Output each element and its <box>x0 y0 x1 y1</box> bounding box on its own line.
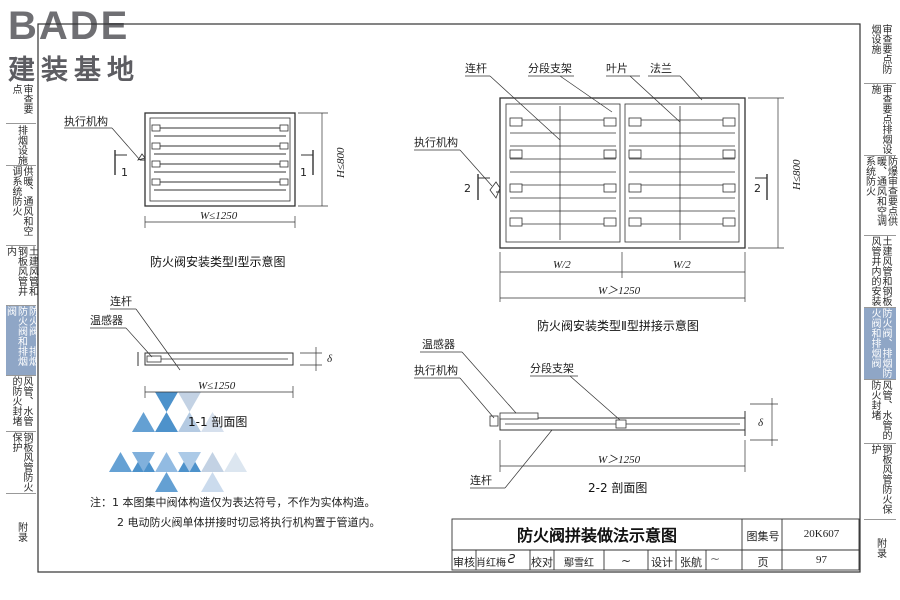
watermark-logo <box>109 392 247 492</box>
designer-signature: ~ <box>710 552 721 566</box>
section-2-2-drawing <box>414 351 778 489</box>
note-2: 2 电动防火阀单体拼接时切忌将执行机构置于管道内。 <box>117 516 381 529</box>
type1-height-dim: H≤800 <box>335 147 347 179</box>
right-tab-firestop[interactable]: 风管、水管的防火封堵 <box>864 380 896 444</box>
checker-signature: ~ <box>620 554 632 568</box>
type2-half-width-left: W/2 <box>553 259 571 271</box>
type2-width-dim: W＞1250 <box>598 285 641 297</box>
logo-subtitle: 建装基地 <box>8 55 140 86</box>
section11-thickness-dim: δ <box>327 353 333 365</box>
checker-name: 鄢雪红 <box>564 558 594 569</box>
left-tab-fire-dampers[interactable]: 防火阀、排烟防火阀和排烟阀 <box>5 306 38 376</box>
type2-flange-label: 法兰 <box>650 61 672 75</box>
type1-section-mark-left: 1 <box>121 166 128 179</box>
note-1: 注：1 本图集中阀体构造仅为表达符号，不作为实体构造。 <box>90 496 376 509</box>
drawing-title: 防火阀拼装做法示意图 <box>516 526 677 545</box>
section11-sensor-label: 温感器 <box>90 314 123 327</box>
title-block-grid <box>451 518 860 571</box>
left-tab-review[interactable]: 审查要点 <box>6 84 36 124</box>
section11-width-dim: W≤1250 <box>198 380 236 392</box>
designer-name: 张航 <box>680 556 702 569</box>
section-1-1-drawing <box>90 308 322 398</box>
left-tab-smoke-exhaust[interactable]: 排烟设施 <box>6 124 36 166</box>
section11-link-rod-label: 连杆 <box>110 294 132 308</box>
page-label: 页 <box>757 556 769 569</box>
type2-caption: 防火阀安装类型Ⅱ型拼接示意图 <box>537 318 699 333</box>
right-tab-duct-shaft[interactable]: 土建风管和钢板风管井内的安装 <box>864 236 896 308</box>
type2-actuator-label: 执行机构 <box>414 135 458 149</box>
atlas-label: 图集号 <box>746 530 780 543</box>
left-tab-hvac-fire[interactable]: 供暖、通风和空调系统防火 <box>6 166 36 246</box>
right-tab-hvac-fire[interactable]: 防爆审查要点供暖、通风和空调系统防火 <box>864 156 897 236</box>
type2-segment-bracket-label: 分段支架 <box>528 61 572 75</box>
section22-actuator-label: 执行机构 <box>414 363 458 377</box>
type2-half-width-right: W/2 <box>673 259 691 271</box>
type2-section-mark-left: 2 <box>464 182 471 195</box>
right-tab-appendix[interactable]: 附录 <box>874 538 886 558</box>
type2-damper-drawing <box>414 75 784 302</box>
type2-section-mark-right: 2 <box>754 182 761 195</box>
reviewer-signature: Ƨ <box>508 552 516 566</box>
left-tab-appendix[interactable]: 附录 <box>15 522 27 542</box>
sheet-frame <box>37 23 861 573</box>
logo-brand-text: BADE <box>8 4 130 48</box>
section11-caption: 1-1 剖面图 <box>188 415 247 429</box>
type1-section-mark-right: 1 <box>300 166 307 179</box>
type1-damper-drawing <box>64 112 328 228</box>
left-tab-duct-protection[interactable]: 钢板风管防火保护 <box>6 432 36 494</box>
atlas-number: 20K607 <box>803 528 840 540</box>
type1-width-dim: W≤1250 <box>200 210 238 222</box>
page-number: 97 <box>816 554 827 566</box>
section22-link-rod-label: 连杆 <box>470 473 492 487</box>
section22-thickness-dim: δ <box>758 417 764 429</box>
type1-caption: 防火阀安装类型Ⅰ型示意图 <box>150 254 286 269</box>
type2-link-rod-label: 连杆 <box>465 61 487 75</box>
right-tab-smoke-exhaust[interactable]: 审查要点排烟设施 <box>864 84 896 156</box>
section22-caption: 2-2 剖面图 <box>588 481 647 495</box>
design-label: 设计 <box>651 556 673 569</box>
left-tab-duct-shaft[interactable]: 土建风管和钢板风管井内 <box>5 246 38 306</box>
left-tab-firestop[interactable]: 风管、水管的防火封堵 <box>6 376 36 432</box>
type2-blade-label: 叶片 <box>606 62 628 75</box>
section22-sensor-label: 温感器 <box>422 338 455 351</box>
right-tab-smoke-control[interactable]: 审查要点防烟设施 <box>864 24 896 84</box>
section22-width-dim: W＞1250 <box>598 454 641 466</box>
brand-logo: BADE 建装基地 <box>8 6 178 86</box>
title-block: 防火阀拼装做法示意图 图集号 20K607 审核 肖红梅 Ƨ 校对 鄢雪红 ~ … <box>452 519 859 570</box>
right-tab-fire-dampers[interactable]: 防火阀、排烟防火阀和排烟阀 <box>864 308 896 380</box>
right-tab-duct-protection[interactable]: 钢板风管防火保护 <box>864 444 896 520</box>
review-label: 审核 <box>453 556 475 569</box>
type2-height-dim: H≤800 <box>791 159 803 191</box>
check-label: 校对 <box>531 556 553 569</box>
right-chapter-tabs: 审查要点防烟设施 审查要点排烟设施 防爆审查要点供暖、通风和空调系统防火 土建风… <box>864 24 897 576</box>
section22-segment-bracket-label: 分段支架 <box>530 361 574 375</box>
left-chapter-tabs: 审查要点 排烟设施 供暖、通风和空调系统防火 土建风管和钢板风管井内 防火阀、排… <box>5 24 38 576</box>
type1-actuator-label: 执行机构 <box>64 114 108 128</box>
reviewer-name: 肖红梅 <box>476 558 506 569</box>
